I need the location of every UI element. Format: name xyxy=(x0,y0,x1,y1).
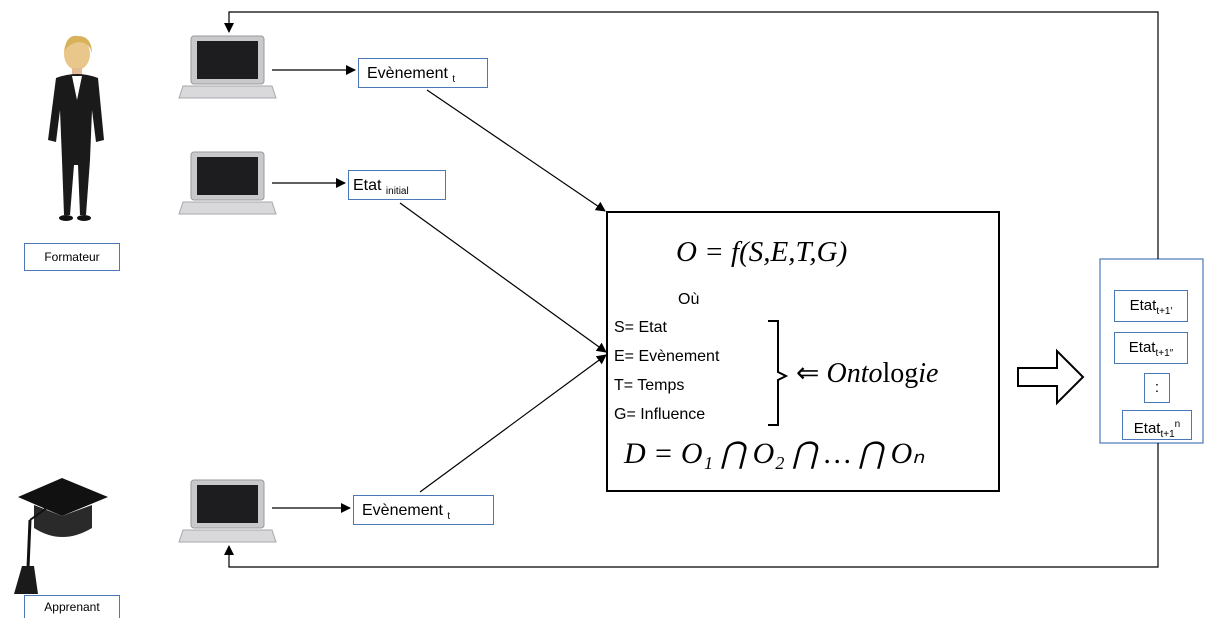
output-state-2: Etatt+1″ xyxy=(1114,332,1188,364)
definition-e: E= Evènement xyxy=(614,348,720,365)
output-state-2-text: Etat xyxy=(1128,339,1156,356)
initial-state-text: Etat xyxy=(353,177,382,194)
event-label-bottom: Evènement t xyxy=(353,495,494,525)
output-ellipsis-text: : xyxy=(1154,379,1160,396)
definitions-brace xyxy=(768,320,789,426)
initial-state-label: Etat initial xyxy=(348,170,446,200)
model-box xyxy=(606,211,1000,492)
definition-t: T= Temps xyxy=(614,377,685,394)
output-state-1: Etatt+1′ xyxy=(1114,290,1188,322)
ontology-text: ⇐ Ontologie xyxy=(796,356,938,390)
event-bottom-text: Evènement xyxy=(362,502,443,519)
arrow-event-bottom-to-model xyxy=(419,354,607,493)
learner-label: Apprenant xyxy=(24,595,120,618)
output-state-n-sup: n xyxy=(1174,419,1181,430)
event-label-top: Evènement t xyxy=(358,58,488,88)
trainer-figure-icon xyxy=(48,35,104,221)
output-state-n: Etatt+1n xyxy=(1122,410,1192,440)
learner-label-text: Apprenant xyxy=(44,600,100,614)
initial-state-sub: initial xyxy=(385,186,409,198)
decision-formula: D = O₁ ⋂ O₂ ⋂ … ⋂ Oₙ xyxy=(624,437,925,470)
ontology-arrow-symbol: ⇐ xyxy=(796,358,820,389)
output-state-2-sub: t+1″ xyxy=(1155,348,1174,359)
output-state-n-text: Etat xyxy=(1133,420,1161,437)
feedback-loop-bottom xyxy=(224,443,1159,568)
event-top-sub: t xyxy=(452,74,456,86)
where-label: Où xyxy=(678,291,700,308)
main-formula: O = f(S,E,T,G) xyxy=(676,236,848,268)
definition-s: S= Etat xyxy=(614,319,667,336)
arrow-initial-state-to-model xyxy=(399,202,607,353)
laptop-icon-bottom xyxy=(178,479,277,543)
output-state-1-sub: t+1′ xyxy=(1156,306,1173,317)
event-bottom-sub: t xyxy=(447,511,451,523)
laptop-icon-middle xyxy=(178,151,277,215)
ontology-roman-log: log xyxy=(882,358,919,389)
output-ellipsis: : xyxy=(1144,373,1170,403)
output-arrow xyxy=(1017,348,1085,406)
laptop-icon-top xyxy=(178,35,277,99)
definitions-list: S= Etat E= Evènement T= Temps G= Influen… xyxy=(614,313,719,429)
output-state-n-sub: t+1 xyxy=(1160,429,1175,440)
event-top-text: Evènement xyxy=(367,65,448,82)
ontology-italic-ie: ie xyxy=(918,358,939,389)
graduation-cap-icon xyxy=(14,478,108,594)
ontology-italic-onto: Onto xyxy=(826,358,883,389)
trainer-label: Formateur xyxy=(24,243,120,271)
arrow-event-top-to-model xyxy=(426,89,606,212)
feedback-loop-top xyxy=(224,11,1159,259)
output-state-1-text: Etat xyxy=(1129,297,1157,314)
trainer-label-text: Formateur xyxy=(44,250,100,264)
definition-g: G= Influence xyxy=(614,406,706,423)
